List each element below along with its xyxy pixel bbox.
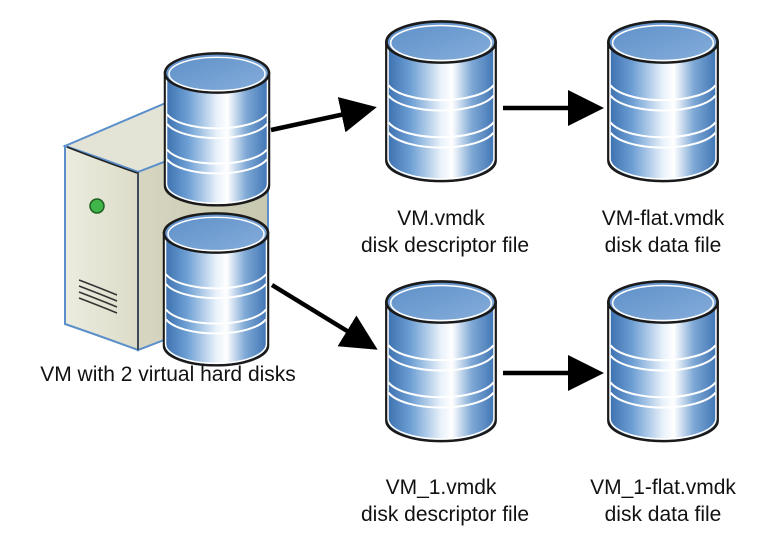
disk1-data-label: VM-flat.vmdk disk data file: [583, 205, 743, 259]
disk2-descriptor-icon: [385, 280, 497, 443]
disk1-data-type: disk data file: [604, 234, 722, 257]
disk1-data-filename: VM-flat.vmdk: [601, 207, 725, 230]
arrow-vm-disk2-to-descriptor: [270, 283, 378, 350]
power-led-icon: [89, 198, 105, 214]
disk2-descriptor-filename: VM_1.vmdk: [385, 476, 497, 499]
server-front: [64, 144, 139, 352]
disk2-data-icon: [607, 280, 719, 443]
vm-disk-2-icon: [162, 212, 270, 367]
arrows: [270, 90, 604, 391]
disk2-data-type: disk data file: [604, 503, 722, 526]
vent-icon: [78, 279, 118, 314]
vm-label-text: VM with 2 virtual hard disks: [40, 363, 296, 386]
disk1-descriptor-filename: VM.vmdk: [397, 207, 485, 230]
disk2-data-label: VM_1-flat.vmdk disk data file: [583, 474, 743, 528]
disk1-descriptor-icon: [385, 20, 497, 183]
disk2-descriptor-label: VM_1.vmdk disk descriptor file: [361, 474, 530, 528]
arrow-vm-disk1-to-descriptor: [270, 97, 377, 133]
disk2-descriptor-type: disk descriptor file: [361, 503, 530, 526]
disk1-data-icon: [607, 20, 719, 183]
vm-disk-1-icon: [163, 52, 271, 207]
disk1-descriptor-label: VM.vmdk disk descriptor file: [361, 205, 530, 259]
disk2-data-filename: VM_1-flat.vmdk: [590, 476, 736, 499]
disk1-descriptor-type: disk descriptor file: [361, 234, 530, 257]
vm-label: VM with 2 virtual hard disks: [8, 361, 328, 388]
